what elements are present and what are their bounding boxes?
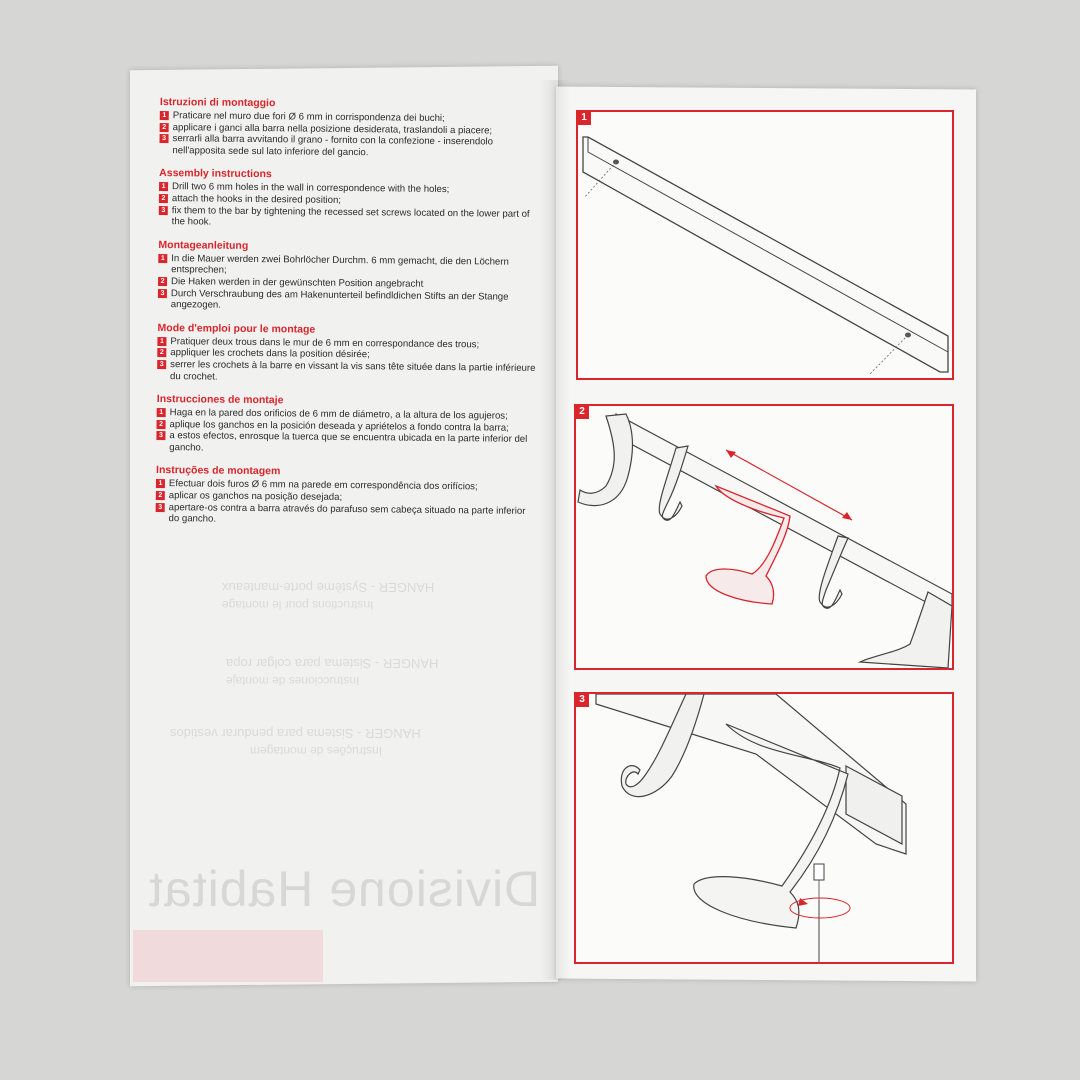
section-title: Mode d'emploi pour le montage <box>157 321 316 336</box>
section-title: Assembly instructions <box>159 167 272 181</box>
illustration-panel-3: 3 <box>574 692 954 964</box>
step-number-badge: 1 <box>159 110 169 121</box>
step-number-badge: 2 <box>157 348 167 358</box>
step-text: Durch Verschraubung des am Hakenuntertei… <box>170 287 509 311</box>
section-title: Instruções de montagem <box>156 464 281 478</box>
step-number-badge: 3 <box>157 288 167 298</box>
division-watermark: Divisione Habitat <box>148 861 541 917</box>
step-text: apertare-os contra a barra através do pa… <box>168 501 526 525</box>
show-through-line: Instructions pour le montage <box>222 598 374 612</box>
step-number-badge: 2 <box>159 122 169 132</box>
illustration-panel-2: 2 <box>574 404 954 670</box>
bar-drilling-illustration <box>582 136 949 375</box>
show-through-line: Instruções de montagem <box>250 744 383 758</box>
step-number-badge: 2 <box>158 193 168 204</box>
show-through-line: HANGER - Sistema para pendurar vestidos <box>170 726 421 741</box>
step-text: serrarli alla barra avvitando il grano -… <box>172 133 494 158</box>
center-fold <box>540 80 570 980</box>
step-text: serrer les crochets à la barre en vissan… <box>170 359 536 383</box>
show-through-line: HANGER - Système porte-manteaux <box>222 580 435 595</box>
step-text: a estos efectos, enrosque la tuerca que … <box>169 430 528 454</box>
step-text: fix them to the bar by tightening the re… <box>171 204 530 228</box>
section-title: Instrucciones de montaje <box>156 393 284 407</box>
step-number-badge: 3 <box>158 205 168 215</box>
step-number-badge: 3 <box>157 359 167 369</box>
step-number-badge: 3 <box>155 502 165 512</box>
panel-number-badge: 2 <box>576 406 589 419</box>
step-number-badge: 1 <box>155 479 165 489</box>
step-number-badge: 2 <box>155 491 165 501</box>
step-number-badge: 1 <box>159 182 169 192</box>
illustration-panel-1: 1 <box>576 110 954 380</box>
step-number-badge: 1 <box>157 336 167 346</box>
show-through-line: Instrucciones de montaje <box>226 674 360 688</box>
section-title: Istruzioni di montaggio <box>159 96 276 110</box>
step-number-badge: 3 <box>159 134 169 144</box>
show-through-line: HANGER - Sistema para colgar ropa <box>226 656 439 671</box>
panel-number-badge: 1 <box>578 112 591 125</box>
panel-number-badge: 3 <box>576 694 589 707</box>
section-title: Montageanleitung <box>158 238 249 252</box>
step-number-badge: 1 <box>158 253 168 263</box>
step-number-badge: 2 <box>156 419 166 429</box>
step-number-badge: 1 <box>156 408 166 418</box>
hook-positioning-illustration <box>577 412 952 668</box>
step-number-badge: 3 <box>156 431 166 441</box>
pink-edge-strip <box>133 930 323 982</box>
screw-tightening-illustration <box>595 694 907 962</box>
step-number-badge: 2 <box>158 276 168 287</box>
